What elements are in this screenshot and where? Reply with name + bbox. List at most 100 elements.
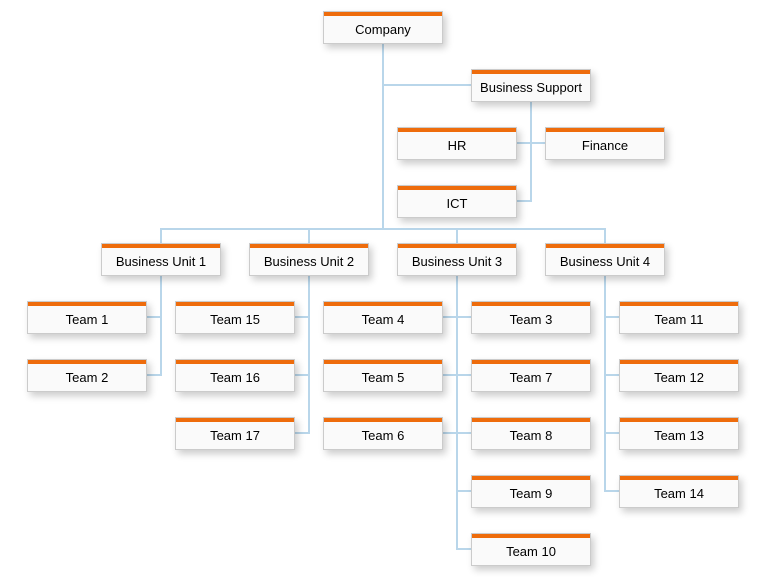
org-node-label: Team 1 (65, 312, 109, 327)
node-accent-bar (472, 534, 590, 538)
node-accent-bar (398, 128, 516, 132)
org-node-team-1[interactable]: Team 1 (27, 301, 147, 334)
node-accent-bar (324, 360, 442, 364)
connector-line (604, 270, 606, 492)
org-node-team-17[interactable]: Team 17 (175, 417, 295, 450)
org-node-hr[interactable]: HR (397, 127, 517, 160)
node-accent-bar (472, 302, 590, 306)
connector-line (441, 316, 458, 318)
node-accent-bar (620, 302, 738, 306)
org-node-team-4[interactable]: Team 4 (323, 301, 443, 334)
connector-line (382, 40, 384, 230)
org-node-label: Team 14 (654, 486, 704, 501)
org-node-label: Business Unit 2 (263, 254, 355, 269)
node-accent-bar (472, 360, 590, 364)
org-node-business-unit-3[interactable]: Business Unit 3 (397, 243, 517, 276)
node-accent-bar (324, 302, 442, 306)
org-node-business-unit-4[interactable]: Business Unit 4 (545, 243, 665, 276)
org-node-label: Company (355, 22, 411, 37)
org-node-team-13[interactable]: Team 13 (619, 417, 739, 450)
org-node-label: Team 6 (361, 428, 405, 443)
node-accent-bar (620, 360, 738, 364)
org-node-team-9[interactable]: Team 9 (471, 475, 591, 508)
node-accent-bar (472, 70, 590, 74)
node-accent-bar (324, 12, 442, 16)
connector-line (441, 374, 458, 376)
connector-line (604, 316, 621, 318)
connector-line (293, 316, 310, 318)
connector-line (293, 374, 310, 376)
org-node-label: Team 8 (509, 428, 553, 443)
node-accent-bar (398, 244, 516, 248)
connector-line (456, 490, 473, 492)
node-accent-bar (472, 476, 590, 480)
connector-line (604, 228, 606, 245)
org-node-label: Team 10 (506, 544, 556, 559)
org-node-label: Team 2 (65, 370, 109, 385)
connector-line (308, 228, 310, 245)
org-node-team-14[interactable]: Team 14 (619, 475, 739, 508)
connector-line (382, 84, 473, 86)
org-node-label: Team 12 (654, 370, 704, 385)
org-node-label: Team 11 (654, 312, 704, 327)
connector-line (456, 432, 473, 434)
org-node-label: Business Support (480, 80, 582, 95)
connector-line (145, 316, 162, 318)
connector-line (160, 228, 162, 245)
org-node-label: Business Unit 3 (411, 254, 503, 269)
org-node-business-support[interactable]: Business Support (471, 69, 591, 102)
connector-line (530, 100, 532, 202)
node-accent-bar (620, 476, 738, 480)
connector-line (293, 432, 310, 434)
org-node-finance[interactable]: Finance (545, 127, 665, 160)
node-accent-bar (472, 418, 590, 422)
connector-line (456, 228, 458, 245)
org-node-team-11[interactable]: Team 11 (619, 301, 739, 334)
org-node-label: Team 13 (654, 428, 704, 443)
node-accent-bar (398, 186, 516, 190)
org-node-label: ICT (446, 196, 468, 211)
org-node-team-5[interactable]: Team 5 (323, 359, 443, 392)
node-accent-bar (28, 302, 146, 306)
org-node-team-10[interactable]: Team 10 (471, 533, 591, 566)
org-node-label: Team 5 (361, 370, 405, 385)
org-node-label: Team 3 (509, 312, 553, 327)
org-node-label: Finance (581, 138, 629, 153)
org-node-label: Team 9 (509, 486, 553, 501)
org-node-label: Team 7 (509, 370, 553, 385)
org-node-company[interactable]: Company (323, 11, 443, 44)
org-node-label: Business Unit 1 (115, 254, 207, 269)
connector-line (160, 228, 606, 230)
org-node-label: HR (447, 138, 467, 153)
org-node-team-12[interactable]: Team 12 (619, 359, 739, 392)
node-accent-bar (176, 418, 294, 422)
node-accent-bar (546, 244, 664, 248)
org-node-business-unit-1[interactable]: Business Unit 1 (101, 243, 221, 276)
connector-line (604, 374, 621, 376)
connector-line (160, 270, 162, 376)
org-node-team-2[interactable]: Team 2 (27, 359, 147, 392)
org-node-team-15[interactable]: Team 15 (175, 301, 295, 334)
node-accent-bar (176, 302, 294, 306)
org-node-label: Business Unit 4 (559, 254, 651, 269)
node-accent-bar (620, 418, 738, 422)
connector-line (456, 270, 458, 550)
org-node-team-16[interactable]: Team 16 (175, 359, 295, 392)
node-accent-bar (102, 244, 220, 248)
connector-line (441, 432, 458, 434)
node-accent-bar (324, 418, 442, 422)
node-accent-bar (546, 128, 664, 132)
org-node-team-7[interactable]: Team 7 (471, 359, 591, 392)
connector-line (515, 142, 547, 144)
connector-line (308, 270, 310, 434)
node-accent-bar (176, 360, 294, 364)
org-node-business-unit-2[interactable]: Business Unit 2 (249, 243, 369, 276)
org-node-team-3[interactable]: Team 3 (471, 301, 591, 334)
connector-line (145, 374, 162, 376)
org-node-team-8[interactable]: Team 8 (471, 417, 591, 450)
org-node-ict[interactable]: ICT (397, 185, 517, 218)
org-node-team-6[interactable]: Team 6 (323, 417, 443, 450)
connector-line (515, 200, 532, 202)
connector-line (456, 548, 473, 550)
